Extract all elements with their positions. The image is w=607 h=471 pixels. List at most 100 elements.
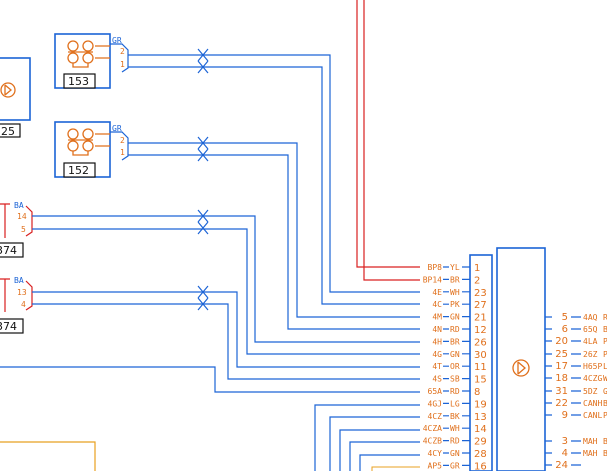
wire-id: 26Z bbox=[583, 350, 598, 359]
wire-id: MAH bbox=[583, 437, 598, 446]
pin-number: 25 bbox=[555, 349, 568, 360]
ecu-pin-row: 3 MAH B bbox=[545, 436, 607, 447]
pin-number: 9 bbox=[562, 410, 568, 421]
wire-color: GR bbox=[450, 461, 460, 470]
wire-color: GN bbox=[450, 313, 460, 322]
pin-number: 16 bbox=[474, 461, 487, 471]
component-374-pin: 14 bbox=[17, 212, 27, 221]
ecu-symbol-icon bbox=[512, 359, 530, 377]
wire-color: B bbox=[603, 325, 607, 334]
component-225-number: 225 bbox=[0, 125, 15, 138]
pin-number: 18 bbox=[555, 373, 568, 384]
component-374-number: 374 bbox=[0, 244, 17, 257]
ecu-pin-row: 4H BR 26 bbox=[432, 337, 486, 348]
wire-id: 4M bbox=[432, 313, 442, 322]
wire-color: P bbox=[603, 411, 607, 420]
wire-color: YL bbox=[450, 263, 460, 272]
wire-id: 4CZG bbox=[583, 374, 602, 383]
component-225: 225 bbox=[0, 57, 31, 138]
pin-number: 3 bbox=[562, 436, 568, 447]
wire-id: MAH bbox=[583, 449, 598, 458]
pin-number: 20 bbox=[555, 336, 568, 347]
wire-id: 65Q bbox=[583, 325, 598, 334]
wire-color: G bbox=[603, 387, 607, 396]
ecu-symbol-icon bbox=[0, 82, 16, 98]
wire-id: 4H bbox=[432, 337, 442, 346]
pin-number: 17 bbox=[555, 361, 568, 372]
wire-color: PK bbox=[450, 300, 460, 309]
wire-id: 4S bbox=[432, 375, 442, 384]
ecu-module bbox=[496, 247, 546, 471]
ecu-pin-row: 4G GN 30 bbox=[432, 350, 486, 361]
wire-id: 4CY bbox=[428, 449, 443, 458]
wire-id: 4LA bbox=[583, 337, 598, 346]
component-374-connector: BA bbox=[14, 201, 24, 210]
component-153-number: 153 bbox=[68, 75, 89, 88]
wire-color: L bbox=[603, 362, 607, 371]
pin-number: 29 bbox=[474, 437, 487, 448]
wire-color: OR bbox=[450, 362, 460, 371]
pin-number: 5 bbox=[562, 312, 568, 323]
ecu-pin-row: 4CZB RD 29 bbox=[423, 437, 487, 448]
ecu-pin-row: 20 4LA P bbox=[545, 336, 607, 347]
wire-color: BR bbox=[450, 337, 460, 346]
wire-id: CANH bbox=[583, 399, 602, 408]
pin-number: 30 bbox=[474, 350, 487, 361]
component-152-number: 152 bbox=[68, 164, 89, 177]
pin-number: 23 bbox=[474, 288, 487, 299]
twisted-pair-icon bbox=[197, 285, 209, 311]
wire-color: GN bbox=[450, 449, 460, 458]
pin-number: 26 bbox=[474, 337, 487, 348]
wire-color: RD bbox=[450, 325, 460, 334]
wire-id: 4E bbox=[432, 288, 442, 297]
wire-id: 4N bbox=[432, 325, 442, 334]
wire-color: WH bbox=[450, 424, 460, 433]
wire-color: WH bbox=[450, 288, 460, 297]
twisted-pair-icon bbox=[197, 48, 209, 74]
wire-id: 4G bbox=[432, 350, 442, 359]
wire-color: B bbox=[603, 437, 607, 446]
pin-number: 19 bbox=[474, 399, 487, 410]
wire-id: 4CZB bbox=[423, 437, 442, 446]
wire-id: AP5 bbox=[428, 461, 443, 470]
ecu-pin-row: 4M GN 21 bbox=[432, 313, 486, 324]
ecu-pin-row: BP8 YL 1 bbox=[428, 263, 481, 274]
wire-id: 4GJ bbox=[428, 399, 442, 408]
wire-id: BP8 bbox=[428, 263, 443, 272]
wire-color: BK bbox=[450, 412, 460, 421]
pin-number: 31 bbox=[555, 386, 568, 397]
component-153-pin: 1 bbox=[120, 60, 125, 69]
wire-color: B bbox=[603, 449, 607, 458]
pin-number: 28 bbox=[474, 449, 487, 460]
wire-color: R bbox=[603, 313, 607, 322]
wire-color: P bbox=[603, 337, 607, 346]
wire-id: 4T bbox=[432, 362, 442, 371]
pin-number: 21 bbox=[474, 313, 487, 324]
wire-color: RD bbox=[450, 437, 460, 446]
ecu-pin-row: 24 bbox=[545, 460, 581, 471]
pin-number: 6 bbox=[562, 324, 568, 335]
wire-color: GN bbox=[450, 350, 460, 359]
component-374-pin: 13 bbox=[17, 288, 27, 297]
wire-id: 4CZ bbox=[428, 412, 443, 421]
pin-number: 22 bbox=[555, 398, 568, 409]
ecu-pin-row: 31 5DZ G bbox=[545, 386, 607, 397]
solenoid-icon bbox=[67, 128, 110, 156]
pin-number: 1 bbox=[474, 263, 480, 274]
twisted-pair-icon bbox=[197, 136, 209, 162]
wire-color: BR bbox=[450, 275, 460, 284]
pin-number: 8 bbox=[474, 387, 480, 398]
wire-id: 5DZ bbox=[583, 387, 598, 396]
